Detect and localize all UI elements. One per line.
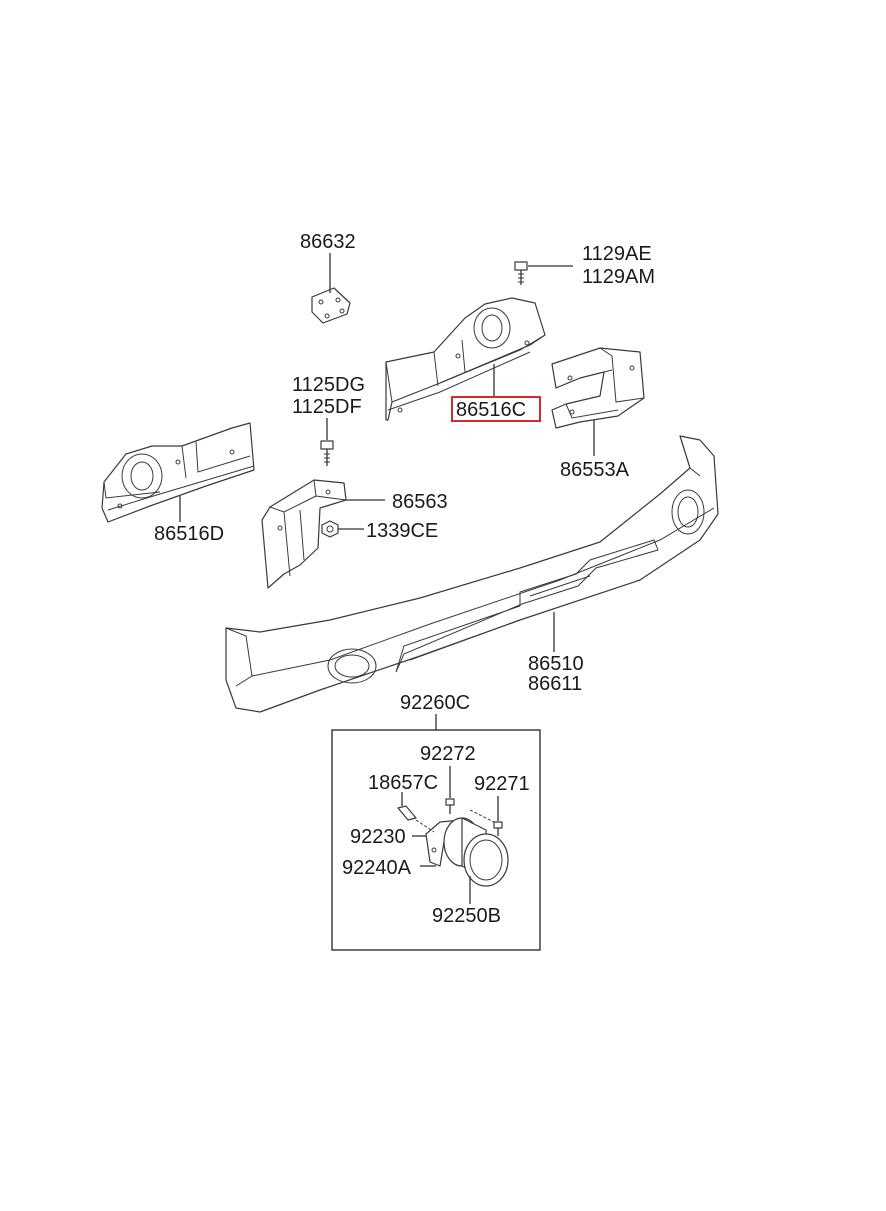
label-86516C[interactable]: 86516C xyxy=(456,399,526,421)
label-1125DF: 1125DF xyxy=(292,396,362,418)
label-1129AE: 1129AE xyxy=(582,243,652,265)
label-92240A: 92240A xyxy=(342,857,412,879)
part-1129AE-bolt xyxy=(514,261,573,285)
label-1339CE: 1339CE xyxy=(366,520,438,542)
label-92271: 92271 xyxy=(474,773,530,795)
label-1129AM: 1129AM xyxy=(582,266,655,288)
part-86553A-bracket xyxy=(551,347,645,456)
part-86563-bracket xyxy=(261,479,385,589)
label-86510: 86510 xyxy=(528,653,584,675)
label-92272: 92272 xyxy=(420,743,476,765)
label-86632: 86632 xyxy=(300,231,356,253)
part-1339CE-nut xyxy=(321,520,364,538)
label-1125DG: 1125DG xyxy=(292,374,365,396)
label-86553A: 86553A xyxy=(560,459,630,481)
part-86510-bumper xyxy=(225,435,719,713)
part-86516C-rail xyxy=(385,297,546,421)
label-18657C: 18657C xyxy=(368,772,438,794)
label-86563: 86563 xyxy=(392,491,448,513)
label-86516D: 86516D xyxy=(154,523,224,545)
label-92230: 92230 xyxy=(350,826,406,848)
part-86516D-rail xyxy=(101,422,255,523)
part-1125DG-bolt xyxy=(320,418,334,466)
label-92250B: 92250B xyxy=(432,905,501,927)
label-92260C: 92260C xyxy=(400,692,470,714)
highlight-box-86516C xyxy=(451,396,541,422)
part-86632-plate xyxy=(311,253,351,324)
label-86611: 86611 xyxy=(528,673,582,695)
part-92260C-foglamp-assembly xyxy=(331,714,541,951)
